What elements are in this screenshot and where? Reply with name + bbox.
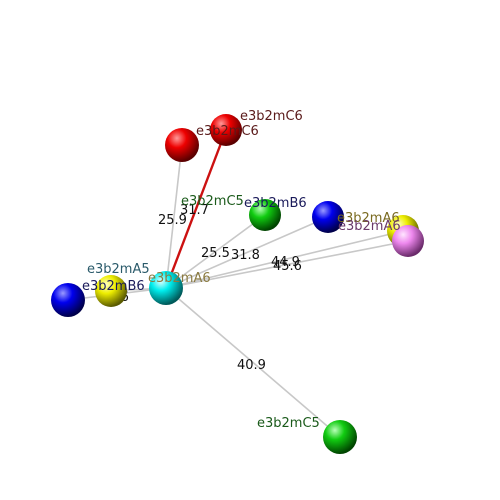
- atom-sphere-blueA[interactable]: [312, 201, 344, 233]
- edge-hub-redB: [165, 144, 183, 289]
- edges-layer: [67, 129, 409, 438]
- atom-sphere-redA[interactable]: [210, 114, 242, 146]
- atom-sphere-greenA[interactable]: [249, 199, 281, 231]
- edge-distance-label: 25.9: [158, 213, 187, 228]
- atom-label: e3b2mA6: [338, 219, 401, 234]
- atom-label: e3b2mC6: [196, 124, 259, 139]
- edge-hub-greenA: [165, 214, 266, 289]
- nodes-layer: [51, 114, 424, 454]
- atom-label: e3b2mA5: [87, 262, 150, 277]
- edge-labels-layer: 25.931.725.531.844.945.618.640.9: [100, 203, 302, 373]
- edge-distance-label: 40.9: [237, 358, 266, 373]
- atom-sphere-yellowB[interactable]: [95, 275, 127, 307]
- edge-hub-redA: [164, 129, 228, 289]
- atom-sphere-redB[interactable]: [165, 128, 199, 162]
- atom-label: e3b2mB6: [244, 196, 307, 211]
- edge-distance-label: 31.8: [231, 248, 260, 263]
- atom-label: e3b2mC6: [240, 109, 303, 124]
- atom-sphere-blueB[interactable]: [51, 283, 85, 317]
- edge-hub-greenB: [165, 287, 341, 438]
- atom-sphere-violetA[interactable]: [392, 225, 424, 257]
- edge-hub-yellowA: [165, 230, 404, 289]
- edge-hub-violetA: [165, 240, 409, 289]
- edge-distance-label: 44.9: [271, 255, 300, 270]
- edge-distance-label: 31.7: [180, 203, 209, 218]
- atom-label: e3b2mA6: [337, 211, 400, 226]
- atom-label: e3b2mA6: [148, 271, 211, 286]
- atom-sphere-greenB[interactable]: [323, 420, 357, 454]
- atom-label: e3b2mC5: [181, 194, 244, 209]
- atom-label: e3b2mB6: [82, 279, 145, 294]
- atom-label: e3b2mC5: [257, 416, 320, 431]
- edge-hub-blueA: [165, 216, 329, 289]
- edge-distance-label: 45.6: [273, 259, 302, 274]
- edge-distance-label: 25.5: [201, 246, 230, 261]
- atom-sphere-hub[interactable]: [149, 271, 183, 305]
